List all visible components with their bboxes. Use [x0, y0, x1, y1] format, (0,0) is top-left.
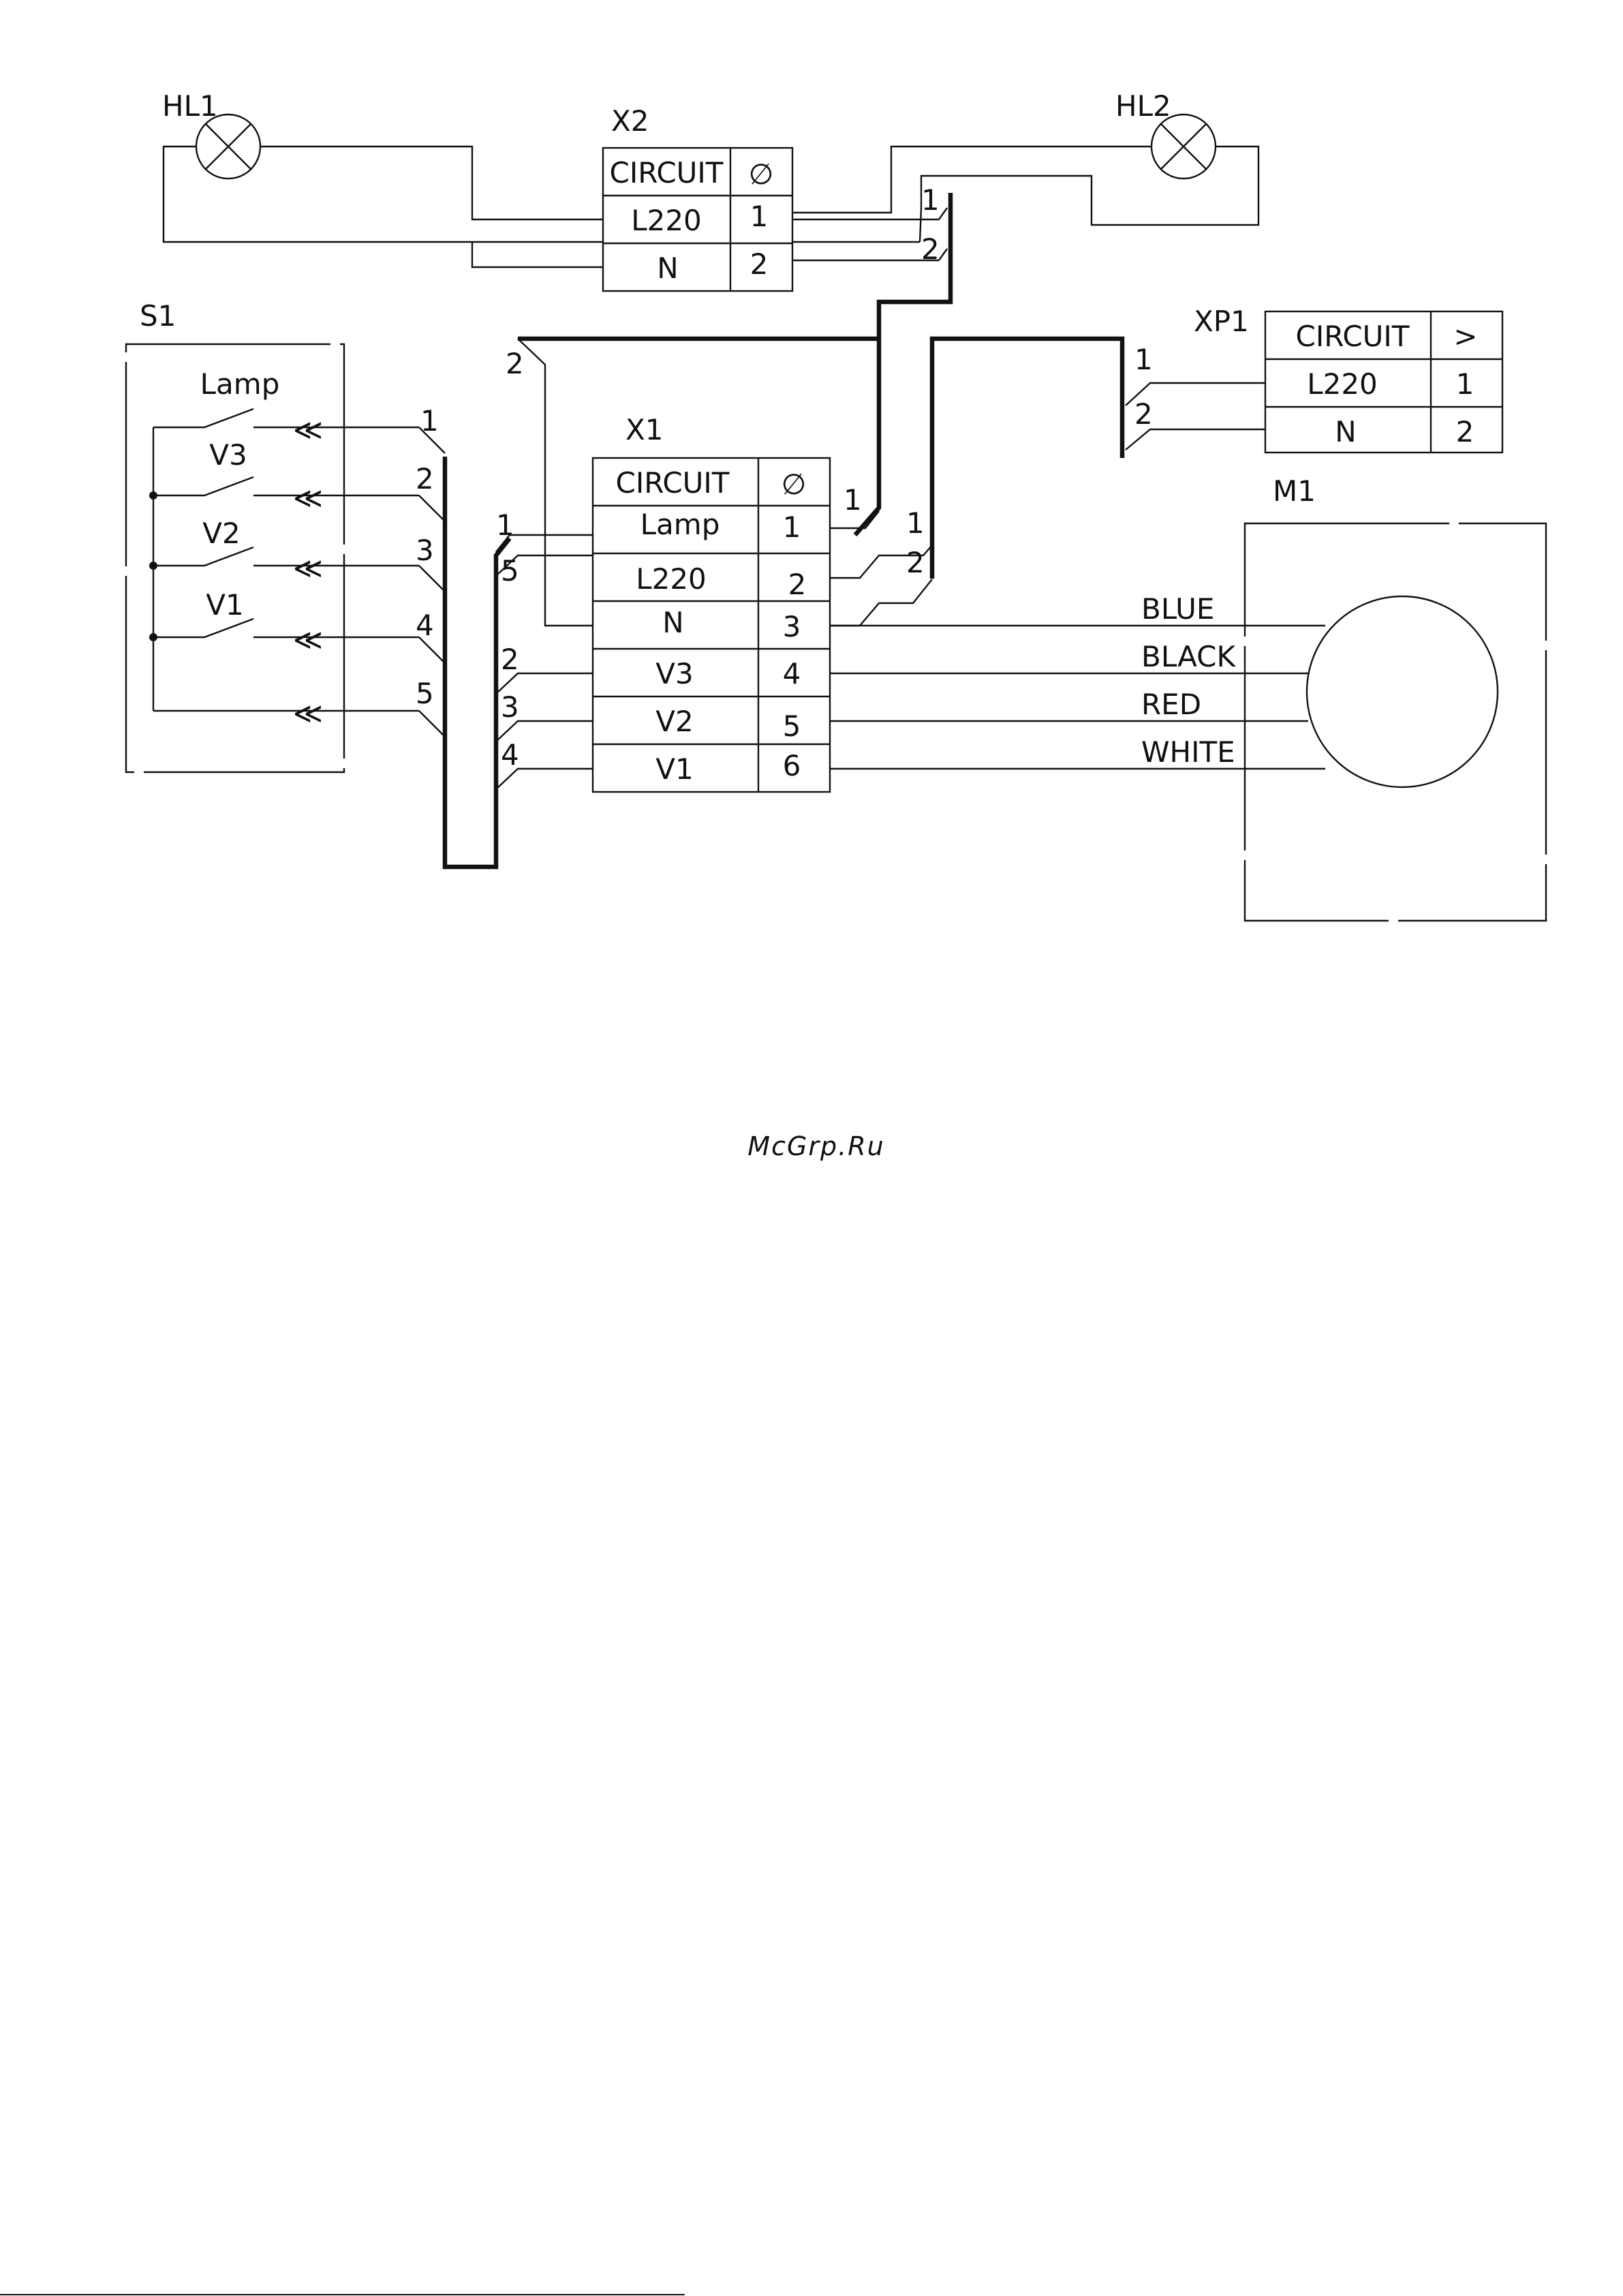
x1-row-label: V1: [655, 752, 693, 786]
x1-row-label: V3: [655, 657, 693, 690]
wire-number: 1: [1134, 343, 1153, 376]
x2-label: X2: [611, 104, 649, 138]
wire-number: 2: [906, 546, 925, 579]
plug-xp1: XP1 CIRCUIT > L220 1 N 2: [1194, 305, 1502, 453]
motor-wire-label: WHITE: [1141, 735, 1235, 769]
connector-icon: ≪: [293, 697, 323, 730]
x1-label: X1: [625, 413, 664, 446]
motor-wire-label: BLUE: [1141, 592, 1214, 626]
wire-numbers: 1 2 1 2 1 1 2 2 1 5 2 3 4: [496, 183, 1153, 771]
connector-icon: ≪: [293, 413, 323, 446]
m1-label: M1: [1273, 474, 1316, 508]
motor-wires: BLUE BLACK RED WHITE: [830, 592, 1325, 769]
motor-wire-label: RED: [1141, 688, 1201, 721]
x2-row-pin: 2: [750, 247, 769, 281]
xp1-row-pin: 1: [1456, 367, 1474, 401]
wire-number: 1: [496, 508, 514, 542]
s1-pin: 5: [416, 677, 434, 710]
x1-row-pin: 1: [783, 510, 801, 544]
hl2-label: HL2: [1115, 89, 1171, 123]
x1-row-label: V2: [655, 705, 693, 738]
x2-row-pin: 1: [750, 200, 769, 233]
xp1-header-symbol: >: [1453, 320, 1477, 353]
watermark: McGrp.Ru: [747, 1131, 884, 1161]
wire-number: 1: [844, 483, 862, 517]
s1-switch-label: Lamp: [200, 367, 280, 401]
x1-header: CIRCUIT: [616, 466, 730, 500]
wire-number: 2: [506, 347, 524, 380]
switch-panel-s1: S1 Lamp ≪ V3 ≪ V2 ≪ V1 ≪ ≪ 1: [126, 299, 445, 772]
x1-row-label: L220: [636, 562, 707, 596]
xp1-row-pin: 2: [1456, 415, 1474, 448]
s1-pin: 3: [416, 534, 434, 567]
wire-number: 3: [501, 690, 519, 724]
s1-switch-label: V3: [209, 438, 247, 472]
x2-row-label: L220: [631, 204, 702, 237]
x2-header: CIRCUIT: [610, 156, 724, 189]
terminal-block-x2: X2 CIRCUIT ∅ L220 1 N 2: [603, 104, 792, 291]
lamp-hl2: HL2: [1115, 89, 1216, 179]
wire-number: 4: [501, 738, 519, 771]
x2-row-label: N: [657, 251, 678, 285]
xp1-row-label: L220: [1307, 367, 1378, 401]
s1-switch-label: V1: [206, 588, 243, 622]
x1-row-label: Lamp: [640, 508, 720, 541]
xp1-header: CIRCUIT: [1296, 320, 1410, 353]
lamp-hl1: HL1: [162, 89, 260, 179]
s1-pin: 2: [416, 462, 434, 495]
connector-icon: ≪: [293, 481, 323, 515]
wire-number: 1: [906, 506, 925, 540]
connector-icon: ≪: [293, 623, 323, 656]
xp1-row-label: N: [1335, 415, 1356, 448]
x1-row-label: N: [662, 606, 683, 639]
x2-header-symbol: ∅: [749, 157, 774, 191]
terminal-block-x1: X1 CIRCUIT ∅ Lamp 1 L220 2 N 3 V3 4 V2 5…: [593, 413, 830, 792]
wire-number: 5: [501, 554, 519, 587]
x1-row-pin: 6: [783, 749, 801, 782]
wire-number: 1: [921, 183, 940, 217]
x1-header-symbol: ∅: [782, 468, 807, 501]
x1-row-pin: 3: [783, 610, 801, 643]
s1-label: S1: [140, 299, 176, 333]
wire-number: 2: [921, 232, 940, 266]
wire-number: 2: [501, 643, 519, 676]
wire-number: 2: [1134, 397, 1153, 431]
x1-row-pin: 4: [783, 657, 801, 690]
x1-row-pin: 5: [783, 709, 801, 743]
motor-m1: M1: [1245, 474, 1546, 921]
s1-pin: 4: [416, 609, 434, 642]
connector-icon: ≪: [293, 551, 323, 585]
s1-switch-label: V2: [202, 517, 240, 550]
s1-pin: 1: [420, 404, 439, 438]
hl1-label: HL1: [162, 89, 218, 123]
xp1-label: XP1: [1194, 305, 1249, 338]
x1-row-pin: 2: [788, 568, 807, 601]
motor-wire-label: BLACK: [1141, 640, 1236, 673]
